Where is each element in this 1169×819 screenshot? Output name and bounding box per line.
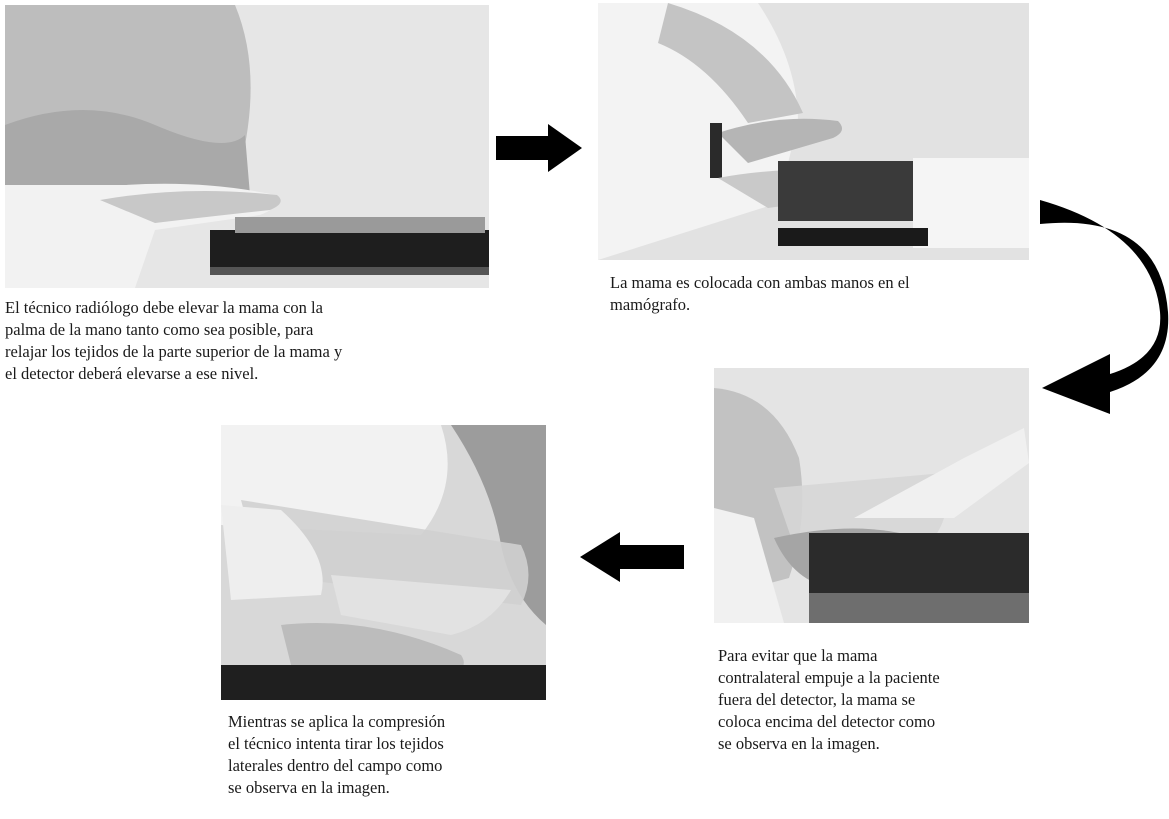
curved-arrow-icon (1040, 200, 1169, 414)
photo-place-breast (598, 3, 1029, 260)
photo-contralateral (714, 368, 1029, 623)
photo-compression (221, 425, 546, 700)
step-3-caption: Para evitar que la mama contralateral em… (718, 646, 940, 753)
step-1-caption: El técnico radiólogo debe elevar la mama… (5, 298, 343, 383)
photo-lift-breast (5, 5, 489, 288)
step-4-caption: Mientras se aplica la compresión el técn… (228, 712, 446, 797)
arrow-left-icon (580, 532, 684, 582)
step-2-caption: La mama es colocada con ambas manos en e… (610, 273, 910, 314)
arrow-right-icon (496, 124, 582, 172)
